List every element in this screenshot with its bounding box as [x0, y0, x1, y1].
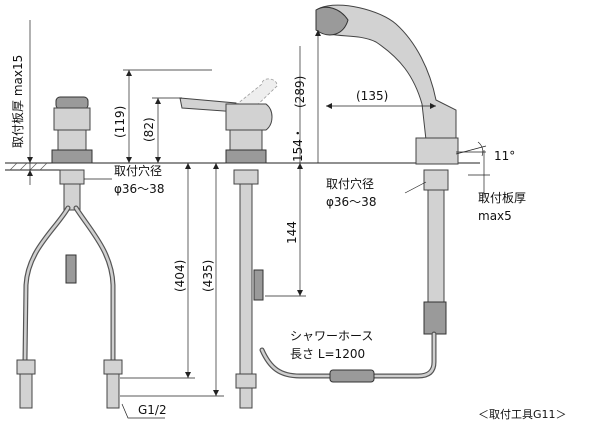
shower-hose-callout: シャワーホース 長さ L=1200: [290, 329, 373, 361]
shower-hose-line2: 長さ L=1200: [290, 347, 365, 361]
dim-119-line: [123, 69, 212, 163]
front-view: [16, 96, 123, 409]
dim-144-line: [265, 163, 306, 297]
shower-hose-line1: シャワーホース: [290, 329, 373, 343]
side-connector-tail: [239, 387, 253, 409]
dim-144-label: 144: [285, 221, 299, 244]
shower-mount-nut: [423, 169, 449, 191]
supply-hose-right: [73, 205, 116, 363]
mount-hole-right-callout: 取付穴径 φ36～38: [326, 176, 427, 209]
dim-mount-thickness-left: [27, 20, 33, 185]
angle-11-label: 11°: [494, 149, 515, 163]
dim-435-label: (435): [201, 260, 215, 292]
supply-hose-left: [22, 205, 71, 363]
left-connector-tail: [19, 373, 33, 409]
shower-base: [415, 137, 459, 165]
mount-thickness-right-line1: 取付板厚: [478, 191, 526, 205]
mount-hole-left-line1: 取付穴径: [114, 163, 162, 178]
dim-135-label: (135): [356, 89, 388, 103]
side-faucet-body: [225, 103, 273, 164]
shower-hose-connector: [423, 301, 447, 335]
dim-289-line: [315, 30, 321, 163]
tool-note: ＜取付工具G11＞: [478, 408, 567, 421]
side-mount-nut: [233, 169, 259, 185]
dim-154-label: 154・: [291, 127, 305, 162]
side-check-valve: [253, 269, 264, 301]
mount-hole-left-callout: 取付穴径 φ36～38: [84, 163, 164, 196]
dim-404-line: [120, 163, 195, 379]
angle-11-marker: [455, 141, 487, 157]
left-connector-nut: [16, 359, 36, 375]
shower-view: [259, 4, 459, 383]
dim-119-label: (119): [113, 106, 127, 138]
dim-mount-thickness-right: [468, 150, 490, 198]
dim-435-line: [120, 163, 224, 397]
dim-404-label: (404): [173, 260, 187, 292]
side-shank: [239, 183, 253, 375]
shower-shank: [427, 189, 445, 303]
dim-82-line: [152, 97, 182, 163]
dim-135-line: [326, 103, 436, 109]
thread-g12-callout: G1/2: [121, 403, 167, 419]
front-mount-nut: [59, 169, 85, 185]
front-faucet-body: [51, 96, 93, 164]
shower-hose-weight: [329, 369, 375, 383]
thread-g12-label: G1/2: [138, 403, 167, 417]
mount-thickness-right-line2: max5: [478, 209, 512, 223]
side-view: [179, 78, 278, 409]
right-connector-tail: [106, 373, 120, 409]
front-shank: [63, 183, 81, 211]
shower-head: [315, 6, 349, 36]
right-connector-nut: [103, 359, 123, 375]
side-connector-nut: [235, 373, 257, 389]
mount-hole-left-line2: φ36～38: [114, 182, 164, 196]
dim-82-label: (82): [142, 117, 156, 142]
mount-thickness-left-label: 取付板厚 max15: [11, 55, 25, 148]
mount-hole-right-line2: φ36～38: [326, 195, 376, 209]
counter-hatch-left: [9, 162, 48, 171]
front-check-valve: [65, 254, 77, 284]
mount-hole-right-line1: 取付穴径: [326, 176, 374, 191]
